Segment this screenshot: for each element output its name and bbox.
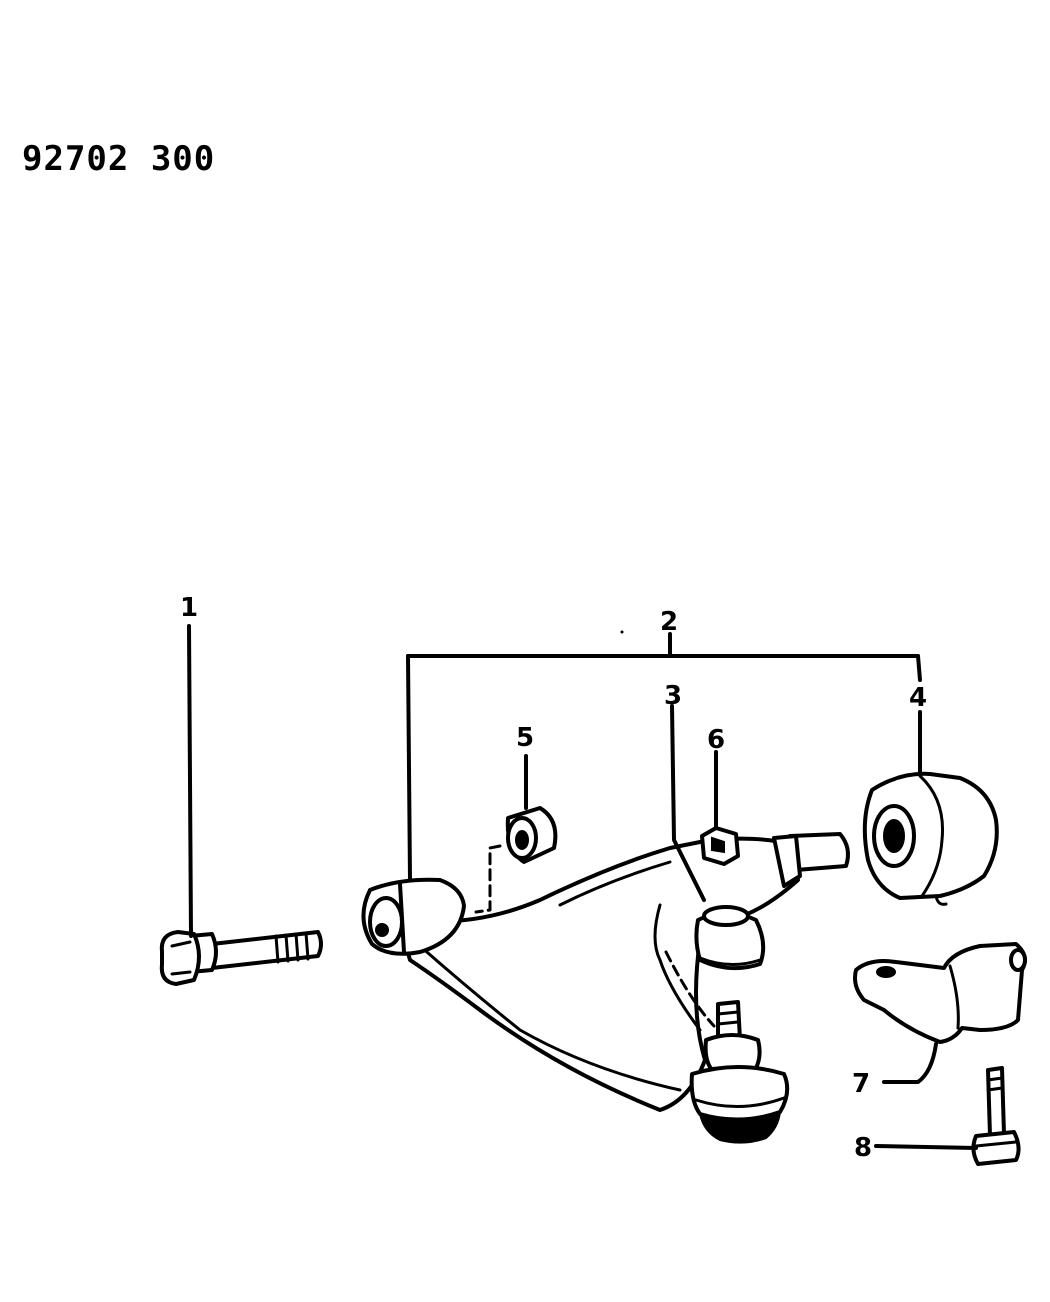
- part-8-small-bolt: [971, 1066, 1021, 1166]
- leader-lines: [187, 624, 978, 1150]
- callout-2: 2: [660, 607, 678, 637]
- part-5-bushing: [505, 806, 558, 864]
- callout-7: 7: [852, 1069, 870, 1099]
- ball-joint-stud: [689, 1000, 790, 1144]
- lower-control-arm: [361, 832, 850, 1112]
- part-1-bolt: [159, 930, 323, 986]
- callout-4: 4: [909, 683, 927, 713]
- part-3-ball-joint: [694, 905, 766, 971]
- callout-5: 5: [516, 723, 534, 753]
- callout-8: 8: [854, 1133, 872, 1163]
- part-6-nut: [700, 826, 740, 866]
- speck: [620, 630, 624, 634]
- part-4-large-bushing: [862, 771, 999, 906]
- diagram-code: 92702 300: [22, 139, 215, 179]
- callout-3: 3: [664, 681, 682, 711]
- part-7-bracket: [853, 942, 1027, 1044]
- callout-6: 6: [707, 725, 725, 755]
- callouts: 1 2 3 4 5 6 7 8: [180, 593, 927, 1163]
- callout-1: 1: [180, 593, 198, 623]
